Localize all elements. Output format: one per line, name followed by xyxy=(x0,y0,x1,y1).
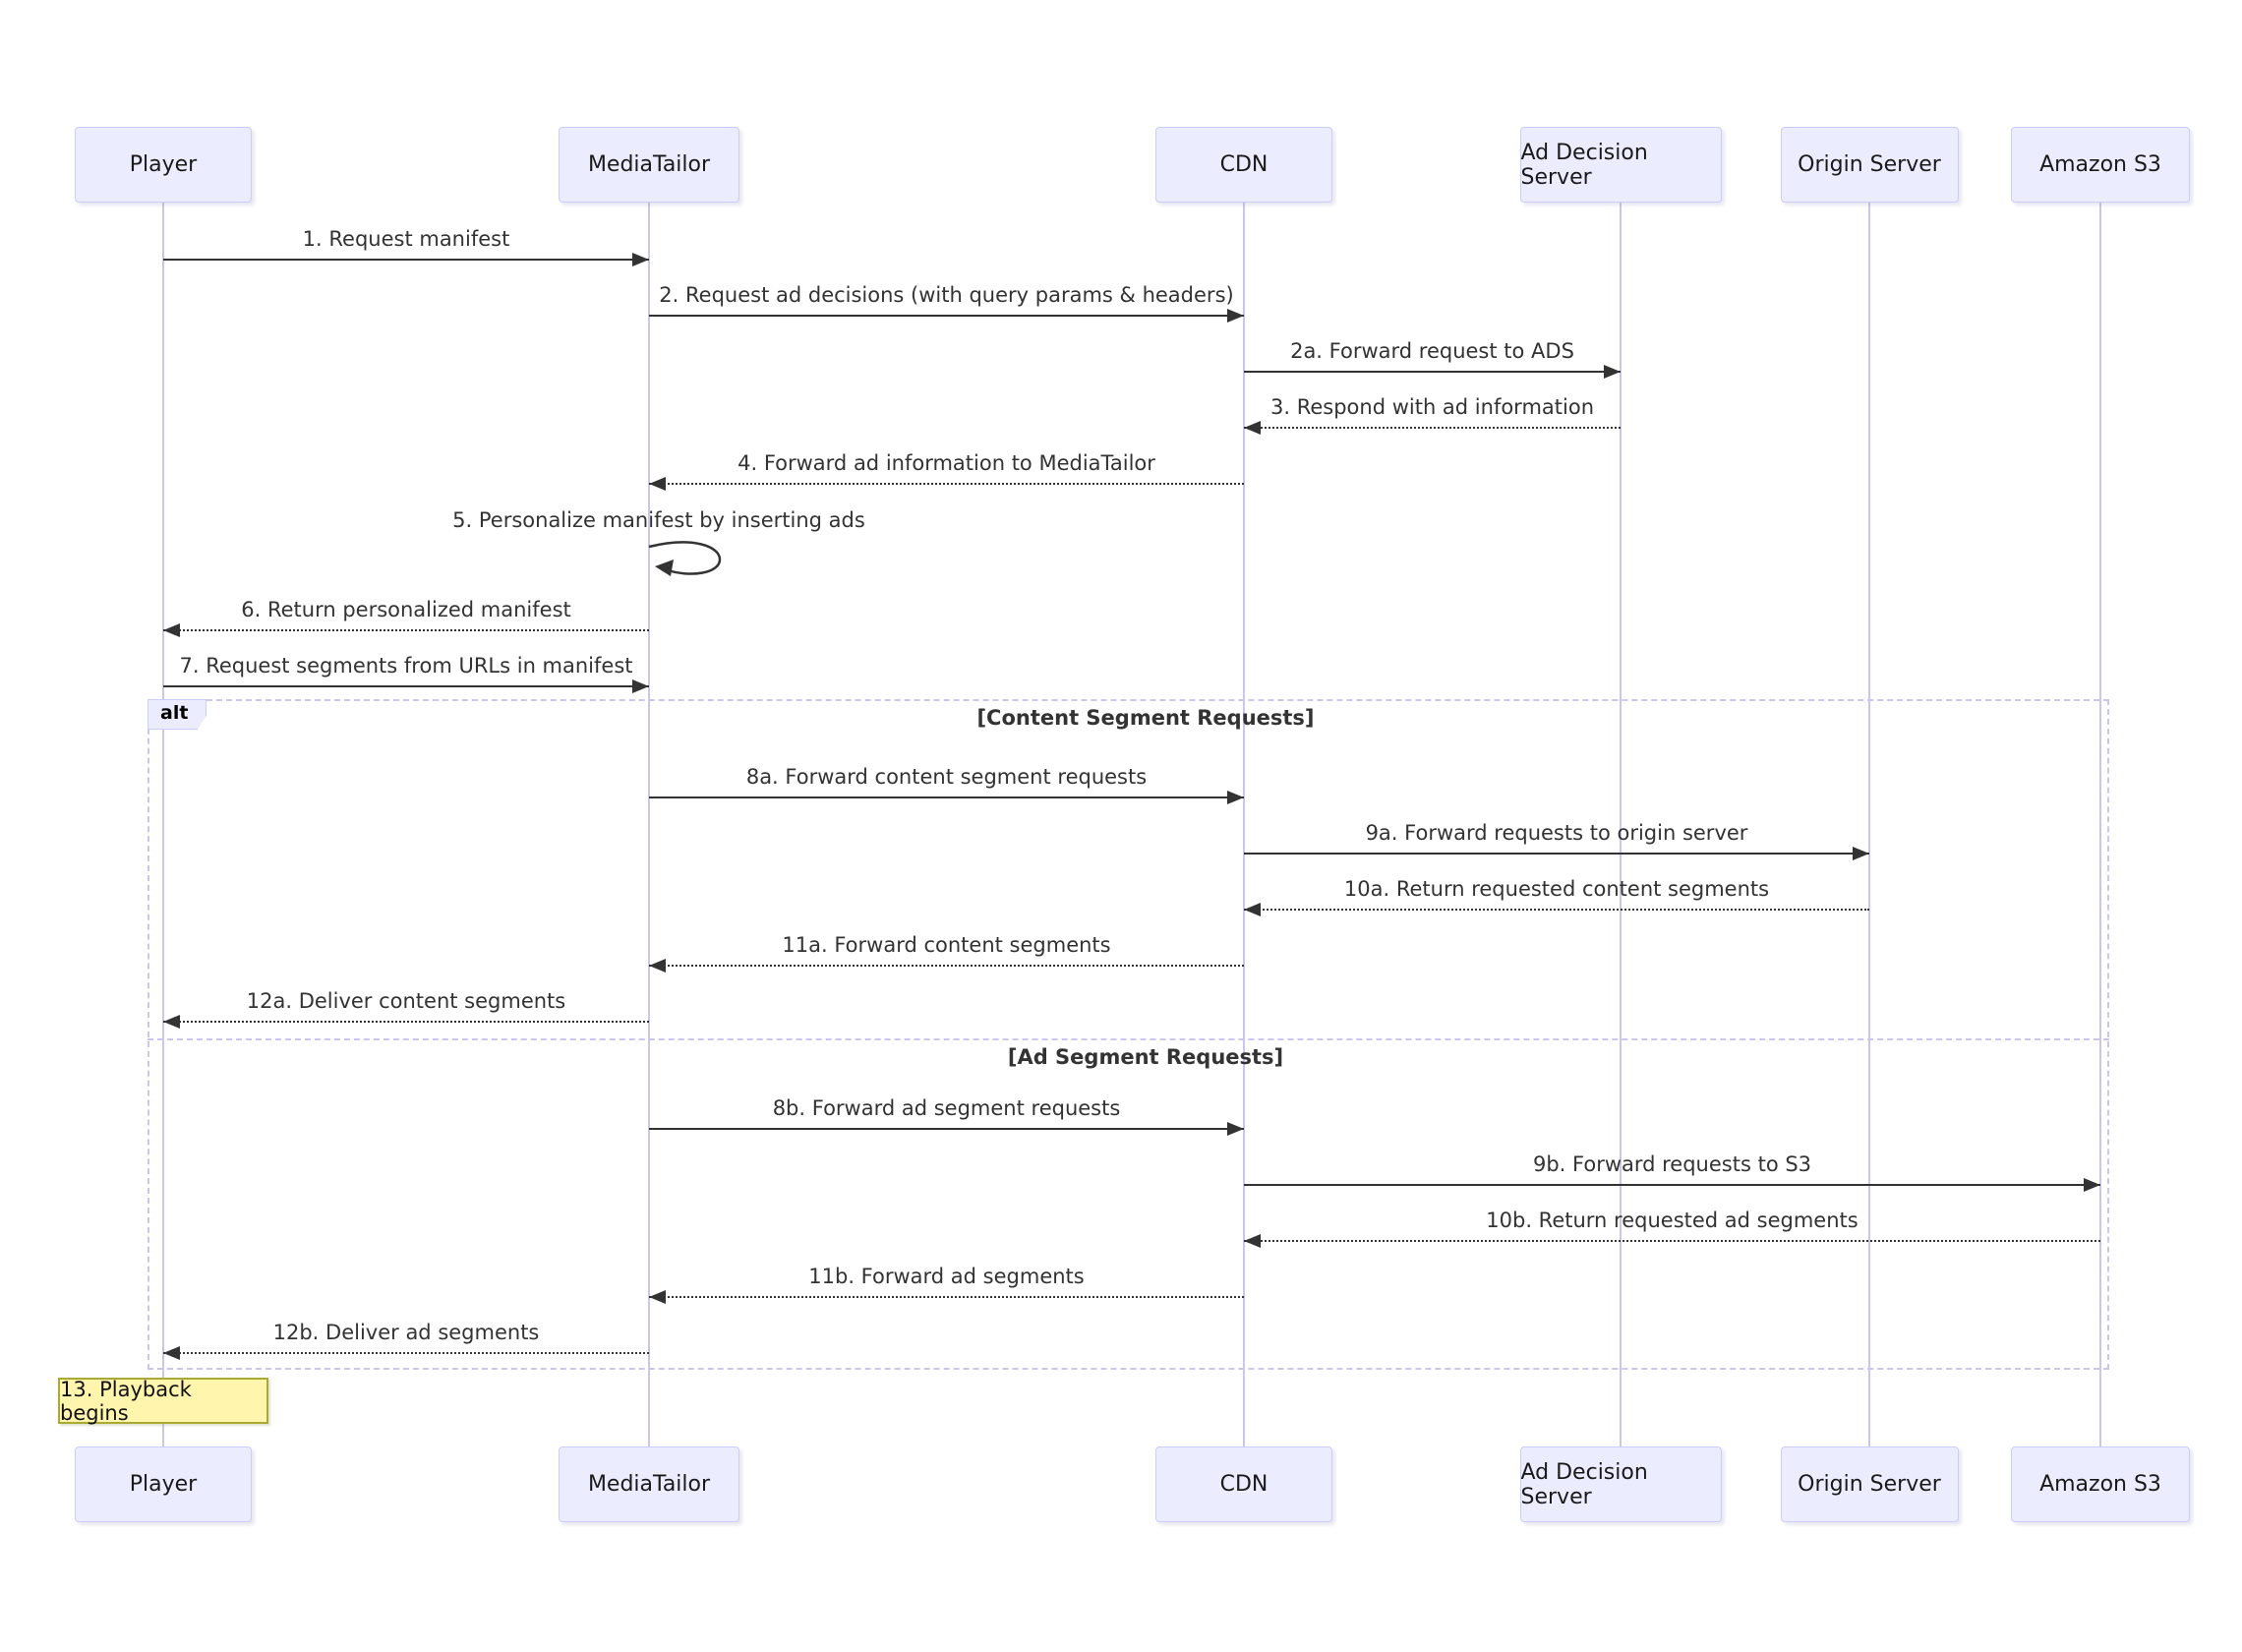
message-3-label: 2a. Forward request to ADS xyxy=(1290,339,1574,363)
message-2-line xyxy=(649,315,1244,317)
message-11-label: 10a. Return requested content segments xyxy=(1343,877,1770,901)
message-3-arrowhead-icon xyxy=(1604,365,1621,379)
message-7-line xyxy=(163,629,649,631)
message-16-line xyxy=(1244,1240,2100,1242)
alt-frame xyxy=(148,699,2109,1370)
message-1-label: 1. Request manifest xyxy=(302,227,510,251)
message-9-arrowhead-icon xyxy=(1227,791,1244,804)
message-5-label: 4. Forward ad information to MediaTailor xyxy=(738,451,1155,475)
message-13-line xyxy=(163,1021,649,1023)
alt-section-label-1: [Content Segment Requests] xyxy=(976,706,1315,730)
message-2-label: 2. Request ad decisions (with query para… xyxy=(659,283,1234,307)
message-16-arrowhead-icon xyxy=(1244,1234,1261,1248)
message-13-label: 12a. Deliver content segments xyxy=(246,989,566,1013)
lifeline-mediatailor xyxy=(648,203,650,1446)
message-4-label: 3. Respond with ad information xyxy=(1269,395,1595,419)
message-11-arrowhead-icon xyxy=(1244,903,1261,916)
message-10-arrowhead-icon xyxy=(1853,847,1869,860)
message-12-arrowhead-icon xyxy=(649,959,666,973)
message-7-label: 6. Return personalized manifest xyxy=(241,598,571,621)
participant-origin-bottom: Origin Server xyxy=(1780,1446,1959,1522)
message-4-line xyxy=(1244,427,1621,429)
message-17-label: 11b. Forward ad segments xyxy=(808,1265,1085,1288)
participant-cdn-bottom: CDN xyxy=(1155,1446,1332,1522)
message-18-line xyxy=(163,1352,649,1354)
participant-cdn-top: CDN xyxy=(1155,127,1332,203)
message-11-line xyxy=(1244,909,1869,911)
participant-ads-bottom: Ad Decision Server xyxy=(1519,1446,1722,1522)
message-13-arrowhead-icon xyxy=(163,1015,180,1029)
message-14-line xyxy=(649,1128,1244,1130)
message-8-arrowhead-icon xyxy=(632,679,649,693)
participant-player-top: Player xyxy=(75,127,252,203)
message-14-arrowhead-icon xyxy=(1227,1122,1244,1136)
participant-ads-top: Ad Decision Server xyxy=(1519,127,1722,203)
message-15-arrowhead-icon xyxy=(2084,1178,2100,1192)
alt-section-divider xyxy=(148,1038,2109,1040)
message-16-label: 10b. Return requested ad segments xyxy=(1486,1209,1858,1232)
message-18-arrowhead-icon xyxy=(163,1346,180,1360)
message-9-label: 8a. Forward content segment requests xyxy=(745,765,1148,789)
message-12-line xyxy=(649,965,1244,967)
participant-mediatailor-bottom: MediaTailor xyxy=(559,1446,739,1522)
message-18-label: 12b. Deliver ad segments xyxy=(272,1321,540,1344)
participant-player-bottom: Player xyxy=(75,1446,252,1522)
message-15-line xyxy=(1244,1184,2100,1186)
lifeline-player xyxy=(162,203,164,1446)
message-8-label: 7. Request segments from URLs in manifes… xyxy=(179,654,633,678)
lifeline-s3 xyxy=(2099,203,2101,1446)
lifeline-ads xyxy=(1620,203,1622,1446)
message-6-label: 5. Personalize manifest by inserting ads xyxy=(452,508,865,532)
message-14-label: 8b. Forward ad segment requests xyxy=(772,1096,1121,1120)
self-loop-arrow-icon xyxy=(645,540,728,589)
alt-frame-label: alt xyxy=(148,699,207,730)
message-1-line xyxy=(163,259,649,261)
alt-section-label-2: [Ad Segment Requests] xyxy=(1007,1045,1284,1069)
lifeline-origin xyxy=(1868,203,1870,1446)
message-7-arrowhead-icon xyxy=(163,623,180,637)
message-5-line xyxy=(649,483,1244,485)
message-4-arrowhead-icon xyxy=(1244,421,1261,435)
message-17-line xyxy=(649,1296,1244,1298)
message-1-arrowhead-icon xyxy=(632,253,649,266)
participant-s3-top: Amazon S3 xyxy=(2011,127,2190,203)
message-15-label: 9b. Forward requests to S3 xyxy=(1532,1152,1812,1176)
message-17-arrowhead-icon xyxy=(649,1290,666,1304)
participant-s3-bottom: Amazon S3 xyxy=(2011,1446,2190,1522)
message-2-arrowhead-icon xyxy=(1227,309,1244,323)
message-12-label: 11a. Forward content segments xyxy=(782,933,1111,957)
participant-mediatailor-top: MediaTailor xyxy=(559,127,739,203)
lifeline-cdn xyxy=(1243,203,1245,1446)
message-5-arrowhead-icon xyxy=(649,477,666,491)
message-3-line xyxy=(1244,371,1621,373)
message-10-line xyxy=(1244,853,1869,855)
message-9-line xyxy=(649,796,1244,798)
message-8-line xyxy=(163,685,649,687)
participant-origin-top: Origin Server xyxy=(1780,127,1959,203)
message-10-label: 9a. Forward requests to origin server xyxy=(1365,821,1748,845)
note-playback-begins: 13. Playback begins xyxy=(58,1378,268,1425)
